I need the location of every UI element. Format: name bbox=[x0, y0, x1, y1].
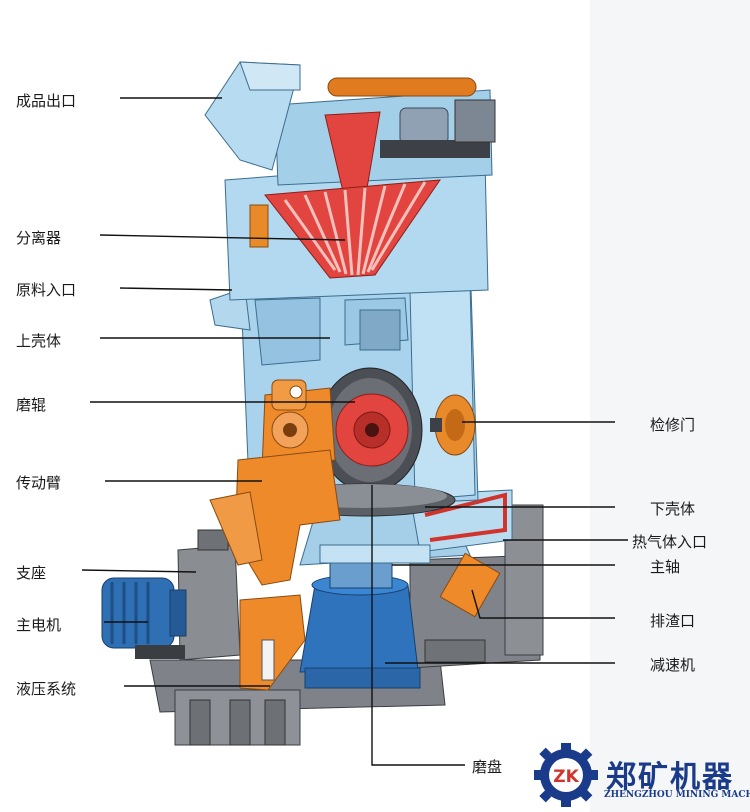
label-upper-shell: 上壳体 bbox=[16, 332, 62, 350]
label-drive-arm: 传动臂 bbox=[16, 474, 62, 492]
main-motor bbox=[101, 577, 187, 659]
logo-name-cn: 郑矿机器 bbox=[606, 760, 734, 795]
label-hot-gas-inlet: 热气体入口 bbox=[632, 533, 708, 551]
label-reducer: 减速机 bbox=[650, 656, 696, 674]
label-main-motor: 主电机 bbox=[16, 616, 62, 634]
label-grinding-disc: 磨盘 bbox=[472, 758, 503, 776]
label-inspection-door: 检修门 bbox=[650, 416, 696, 434]
label-lower-shell: 下壳体 bbox=[650, 500, 696, 518]
support-block bbox=[177, 529, 241, 661]
zk-gear-logo-icon: ZK bbox=[534, 743, 598, 807]
label-raw-inlet: 原料入口 bbox=[16, 281, 77, 299]
label-support: 支座 bbox=[16, 564, 47, 582]
inspection-door bbox=[430, 394, 476, 456]
reducer bbox=[299, 559, 421, 689]
label-product-outlet: 成品出口 bbox=[16, 92, 77, 110]
separator-drive bbox=[327, 77, 496, 158]
hydraulic-cylinder bbox=[239, 552, 501, 691]
svg-text:ZK: ZK bbox=[553, 767, 579, 787]
label-main-shaft: 主轴 bbox=[650, 558, 681, 576]
leader-lines bbox=[81, 97, 628, 766]
label-slag-outlet: 排渣口 bbox=[650, 612, 696, 630]
label-separator: 分离器 bbox=[16, 229, 62, 247]
label-hydraulic-system: 液压系统 bbox=[16, 680, 77, 698]
separator-cage bbox=[264, 111, 442, 279]
logo-name-en: ZHENGZHOU MINING MACHINERY bbox=[604, 790, 750, 800]
grinding-roller bbox=[317, 367, 423, 493]
label-grinding-roller: 磨辊 bbox=[16, 396, 47, 414]
